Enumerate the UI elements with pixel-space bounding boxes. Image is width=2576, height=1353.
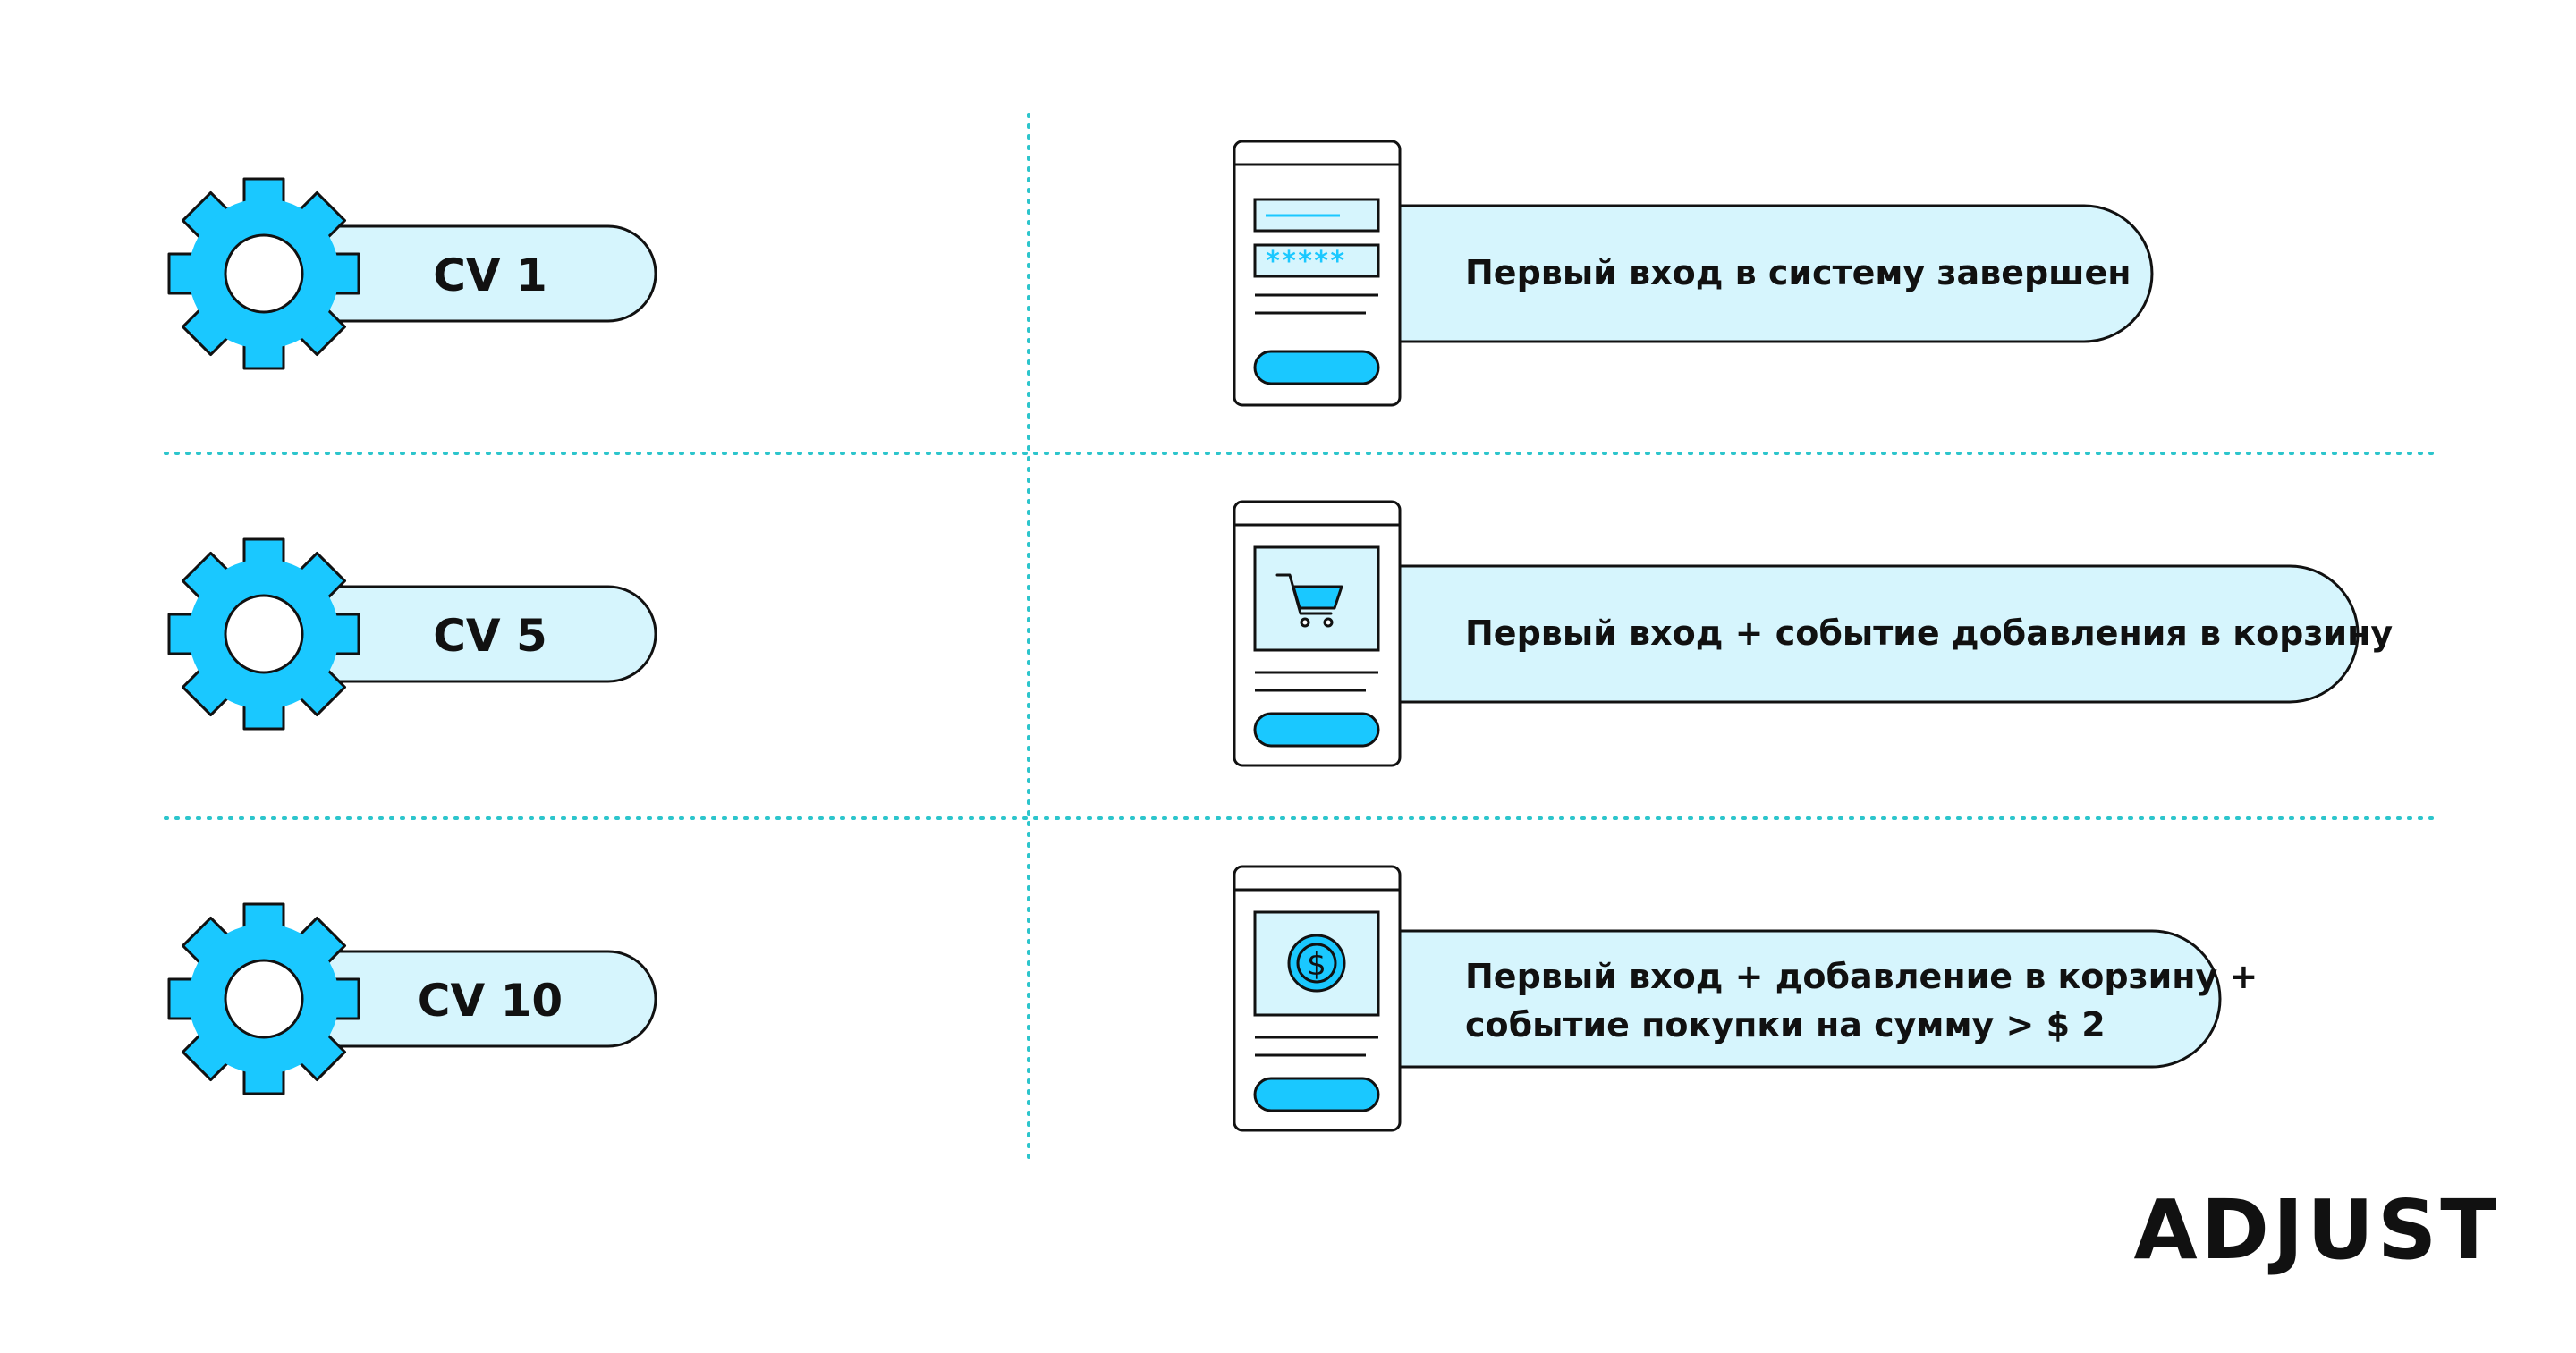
cv-pill-5 (293, 585, 657, 683)
shopping-cart-icon (1275, 573, 1343, 628)
cv-label-5: CV 5 (433, 610, 547, 662)
gear-icon (167, 902, 360, 1095)
password-mask: ***** (1265, 246, 1345, 277)
dollar-coin-icon: $ (1287, 934, 1346, 993)
adjust-logo: ADJUST (2133, 1182, 2500, 1278)
login-button (1253, 350, 1380, 385)
row-cv-1: CV 1 ***** Первый вход в систему заверше… (167, 140, 2154, 407)
event-tag-10: $ Первый вход + добавление в корзину + с… (1233, 865, 2258, 1132)
cv-tag-10: CV 10 (167, 902, 657, 1095)
event-pill-10 (1376, 929, 2222, 1069)
event-description-5-line-1: Первый вход + событие добавления в корзи… (1465, 613, 2393, 653)
coin-symbol: $ (1307, 947, 1326, 983)
event-tag-5: Первый вход + событие добавления в корзи… (1233, 500, 2393, 767)
cv-label-10: CV 10 (418, 975, 563, 1027)
login-password-field (1253, 243, 1380, 278)
cv-tag-5: CV 5 (167, 537, 657, 731)
event-pill-1 (1376, 204, 2154, 343)
gear-icon (167, 537, 360, 731)
cv-tag-1: CV 1 (167, 177, 657, 370)
row-cv-5: CV 5 Первый вход + событие добавления в … (167, 500, 2393, 767)
add-to-cart-button (1253, 712, 1380, 748)
event-pill-5 (1376, 564, 2360, 704)
phone-mockup-cart (1233, 500, 1402, 767)
phone-mockup-purchase: $ (1233, 865, 1402, 1132)
row-cv-10: CV 10 $ Первый вход + добавление в корзи… (167, 865, 2258, 1132)
cv-pill-1 (293, 224, 657, 323)
purchase-button (1253, 1077, 1380, 1112)
event-description-1-line-1: Первый вход в систему завершен (1465, 253, 2131, 292)
cv-label-1: CV 1 (433, 249, 547, 301)
cv-pill-10 (293, 950, 657, 1048)
event-description-10-line-1: Первый вход + добавление в корзину + (1465, 957, 2258, 996)
grid-dividers (164, 113, 2435, 1164)
gear-icon (167, 177, 360, 370)
adjust-logo-text: ADJUST (2133, 1182, 2500, 1278)
phone-mockup-login: ***** (1233, 140, 1402, 407)
event-tag-1: ***** Первый вход в систему завершен (1233, 140, 2154, 407)
event-description-10-line-2: событие покупки на сумму > $ 2 (1465, 1005, 2106, 1044)
